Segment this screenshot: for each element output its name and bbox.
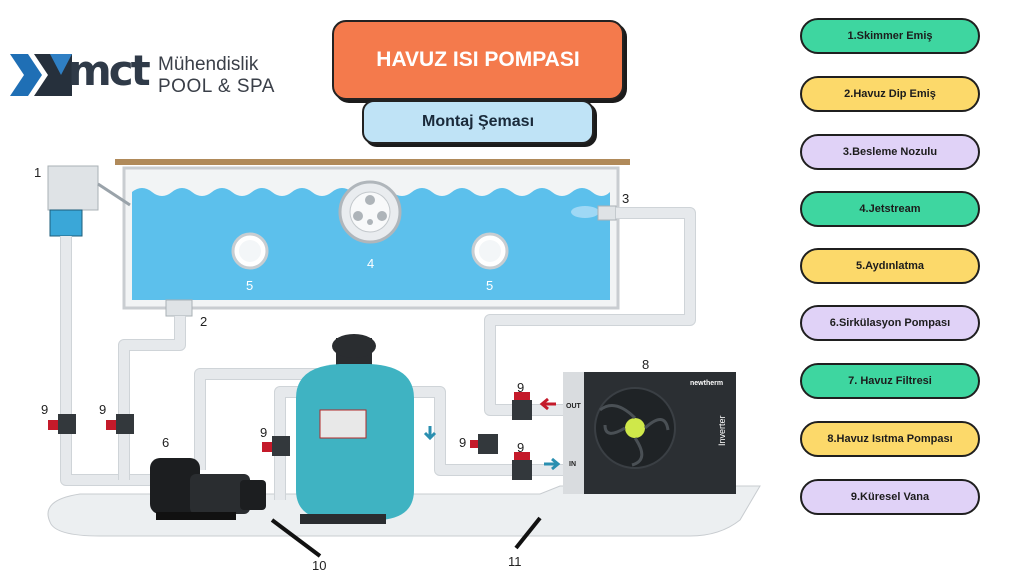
legend-item-lighting: 5.Aydınlatma bbox=[800, 248, 980, 284]
ball-valves bbox=[48, 392, 532, 480]
label-6: 6 bbox=[162, 435, 169, 450]
label-9-b: 9 bbox=[99, 402, 106, 417]
label-4: 4 bbox=[367, 256, 374, 271]
label-8: 8 bbox=[642, 357, 649, 372]
leader-line-11 bbox=[514, 516, 542, 550]
circulation-pump bbox=[150, 458, 266, 520]
label-10: 10 bbox=[312, 558, 326, 573]
heat-pump-in-label: IN bbox=[569, 461, 576, 468]
label-9-f: 9 bbox=[517, 440, 524, 455]
sand-filter bbox=[296, 334, 414, 524]
legend-item-jetstream: 4.Jetstream bbox=[800, 191, 980, 227]
legend-item-filter: 7. Havuz Filtresi bbox=[800, 363, 980, 399]
skimmer bbox=[47, 165, 99, 211]
label-5-left: 5 bbox=[246, 278, 253, 293]
page-title: HAVUZ ISI POMPASI bbox=[332, 20, 624, 100]
legend-item-ball-valve: 9.Küresel Vana bbox=[800, 479, 980, 515]
brand-line1: Mühendislik bbox=[158, 54, 259, 75]
legend-item-pump: 6.Sirkülasyon Pompası bbox=[800, 305, 980, 341]
label-9-a: 9 bbox=[41, 402, 48, 417]
legend-item-skimmer: 1.Skimmer Emiş bbox=[800, 18, 980, 54]
ball-valve-4 bbox=[470, 434, 498, 454]
label-2: 2 bbox=[200, 314, 207, 329]
page-subtitle: Montaj Şeması bbox=[362, 100, 594, 144]
ball-valve-5 bbox=[512, 392, 532, 420]
brand-name: mct bbox=[68, 46, 151, 95]
legend-item-main-drain: 2.Havuz Dip Emiş bbox=[800, 76, 980, 112]
pool-water bbox=[132, 188, 610, 300]
heat-pump: newtherm Inverter OUT IN bbox=[563, 372, 736, 494]
ball-valve-3 bbox=[262, 436, 290, 456]
skimmer-basket bbox=[49, 209, 83, 237]
heat-pump-side-text: Inverter bbox=[717, 415, 727, 446]
label-9-c: 9 bbox=[260, 425, 267, 440]
main-drain bbox=[165, 299, 193, 317]
flow-arrow-down-icon bbox=[423, 426, 437, 441]
installation-diagram: newtherm Inverter OUT IN 1 2 3 4 5 5 6 8… bbox=[34, 159, 761, 573]
label-9-e: 9 bbox=[517, 380, 524, 395]
label-9-d: 9 bbox=[459, 435, 466, 450]
logo-mark-icon bbox=[10, 54, 72, 96]
label-1: 1 bbox=[34, 165, 41, 180]
ball-valve-1 bbox=[48, 414, 76, 434]
return-nozzle-splash bbox=[571, 206, 599, 218]
return-nozzle bbox=[597, 205, 617, 221]
label-5-right: 5 bbox=[486, 278, 493, 293]
brand-line2: POOL & SPA bbox=[158, 76, 275, 97]
brand-logo: mct Mühendislik POOL & SPA bbox=[10, 46, 285, 100]
flow-arrow-out-icon bbox=[539, 397, 556, 411]
label-11: 11 bbox=[508, 554, 522, 569]
label-3: 3 bbox=[622, 191, 629, 206]
legend-item-heat-pump: 8.Havuz Isıtma Pompası bbox=[800, 421, 980, 457]
pool-deck bbox=[115, 159, 630, 165]
ball-valve-6 bbox=[512, 452, 532, 480]
legend-item-return-nozzle: 3.Besleme Nozulu bbox=[800, 134, 980, 170]
ball-valve-2 bbox=[106, 414, 134, 434]
heat-pump-out-label: OUT bbox=[566, 403, 582, 410]
leader-line-10 bbox=[270, 518, 322, 558]
flow-arrow-in-icon bbox=[544, 457, 561, 471]
heat-pump-brand: newtherm bbox=[690, 380, 723, 387]
